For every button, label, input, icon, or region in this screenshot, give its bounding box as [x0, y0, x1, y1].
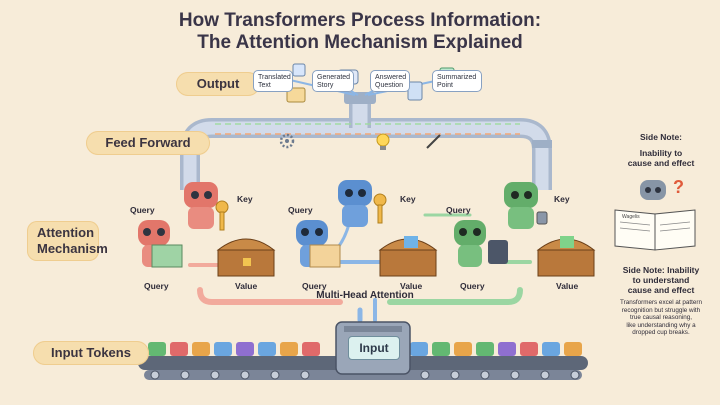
- stage-output-label: Output: [196, 76, 240, 91]
- side-note-body-line: recognition but struggle with: [621, 306, 701, 314]
- translate-icon: [292, 63, 306, 77]
- output-card-line: Point: [437, 82, 453, 89]
- gear-icon: [279, 133, 295, 149]
- book-label: Wagelis: [622, 214, 640, 220]
- stage-input-tokens: Input Tokens: [33, 341, 149, 365]
- query-label: Query: [288, 205, 313, 215]
- page-title: How Transformers Process Information: Th…: [0, 10, 720, 54]
- query-label: Query: [130, 205, 155, 215]
- output-card-answered-question: Answered Question: [370, 70, 410, 92]
- output-card-summarized-point: Summarized Point: [432, 70, 482, 92]
- treasure-chest-icon: [216, 236, 596, 277]
- stage-feed-forward: Feed Forward: [86, 131, 210, 155]
- stage-attention-line-1: Attention: [37, 225, 95, 240]
- output-card-translated-text: Translated Text: [253, 70, 293, 92]
- side-note-body-line: Transformers excel at pattern: [619, 299, 702, 306]
- value-label: Value: [400, 281, 423, 291]
- side-note-heading2-line-1: Side Note: Inability: [622, 265, 700, 275]
- key-label: Key: [554, 194, 570, 204]
- key-label: Key: [400, 194, 416, 204]
- side-note-body-line: dropped cup breaks.: [632, 329, 690, 336]
- key-label: Key: [237, 194, 253, 204]
- query-label: Query: [460, 281, 485, 291]
- output-card-line: Question: [375, 82, 404, 89]
- conveyor-belt-icon: [138, 321, 588, 380]
- value-label: Value: [556, 281, 579, 291]
- multi-head-attention-label: Multi-Head Attention: [316, 290, 414, 301]
- stage-input-tokens-label: Input Tokens: [51, 345, 131, 360]
- title-line-2: The Attention Mechanism Explained: [197, 32, 523, 53]
- pen-icon: [426, 134, 441, 149]
- output-card-line: Text: [258, 82, 271, 89]
- output-card-generated-story: Generated Story: [312, 70, 354, 92]
- query-label: Query: [144, 281, 169, 291]
- key-icon: [215, 193, 548, 231]
- output-card-line: Generated: [317, 74, 351, 81]
- query-label: Query: [302, 281, 327, 291]
- output-card-line: Answered: [375, 74, 407, 81]
- output-card-line: Translated: [258, 74, 291, 81]
- lightbulb-icon: [376, 133, 390, 150]
- side-note-heading: Side Note: Inability to cause and effect: [606, 132, 716, 168]
- side-note-heading2-line-2: to understand: [632, 275, 690, 285]
- value-label: Value: [235, 281, 258, 291]
- question-mark-icon: ?: [673, 177, 684, 197]
- book-icon: [614, 209, 696, 251]
- title-line-1: How Transformers Process Information:: [178, 10, 542, 31]
- side-note-subtitle-line-1: Inability to: [639, 148, 683, 158]
- map-icon: [151, 244, 341, 268]
- output-card-line: Story: [317, 82, 334, 89]
- query-label: Query: [446, 205, 471, 215]
- side-note-detail: Side Note: Inability to understand cause…: [606, 265, 716, 337]
- stage-output: Output: [176, 72, 260, 96]
- stage-attention-line-2: Mechanism: [37, 241, 108, 256]
- side-note-body-line: like understanding why a: [626, 321, 696, 329]
- side-note-heading2-line-3: cause and effect: [627, 285, 695, 295]
- side-note-body-line: true causal reasoning,: [630, 314, 692, 321]
- side-note-subtitle-line-2: cause and effect: [627, 158, 695, 168]
- feed-forward-pipe: [180, 92, 552, 190]
- stage-attention-mechanism: Attention Mechanism: [27, 221, 108, 261]
- stage-feed-forward-label: Feed Forward: [105, 135, 191, 150]
- output-card-line: Summarized: [437, 74, 477, 81]
- tablet-icon: [488, 240, 508, 264]
- side-note-heading-text: Side Note:: [639, 132, 683, 142]
- side-note-body: Transformers excel at pattern recognitio…: [606, 299, 716, 337]
- input-machine-label: Input: [348, 336, 400, 360]
